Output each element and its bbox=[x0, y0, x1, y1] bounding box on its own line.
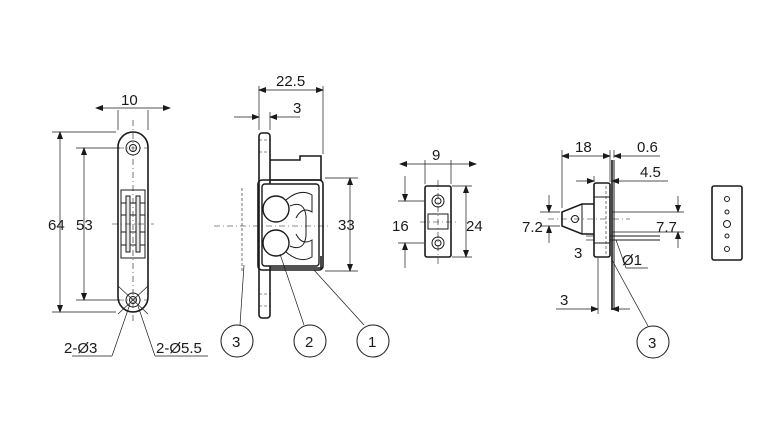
dim-front-width: 10 bbox=[121, 92, 138, 109]
side-spring-lower bbox=[285, 233, 313, 261]
dim-front-pitch: 53 bbox=[76, 217, 93, 234]
callout-3-right-label: 3 bbox=[648, 335, 656, 352]
dim-right-gap: 0.6 bbox=[637, 139, 658, 156]
dim-side-width: 22.5 bbox=[276, 73, 305, 90]
dim-right-width: 18 bbox=[575, 139, 592, 156]
callout-1 bbox=[356, 324, 390, 358]
dim-side-plate: 3 bbox=[293, 100, 301, 117]
note-counterbore: 2-Ø5.5 bbox=[156, 340, 202, 357]
dim-right-bottom: 3 bbox=[560, 292, 568, 309]
callout-3-right bbox=[636, 325, 670, 359]
callout-3-left-label: 3 bbox=[232, 334, 240, 351]
front-view: 10 64 53 2-Ø3 2-Ø5.5 bbox=[48, 92, 208, 357]
callout-1-label: 1 bbox=[368, 334, 376, 351]
callout-3-left bbox=[220, 324, 254, 358]
side-view: 22.5 3 33 3 2 1 bbox=[214, 73, 390, 358]
dim-right-small-gap: 3 bbox=[574, 245, 582, 262]
upper-ball bbox=[262, 195, 290, 223]
dim-right-pin: Ø1 bbox=[622, 252, 642, 269]
side-lower-housing bbox=[270, 256, 322, 269]
lower-ball bbox=[262, 229, 290, 257]
dim-side-height: 33 bbox=[338, 217, 355, 234]
dim-back-pitch: 16 bbox=[392, 218, 409, 235]
right-view: 18 0.6 4.5 7.2 7.7 3 Ø1 3 bbox=[522, 139, 684, 359]
dim-back-width: 9 bbox=[432, 147, 440, 164]
note-small-hole: 2-Ø3 bbox=[64, 340, 97, 357]
callout-2-label: 2 bbox=[305, 334, 313, 351]
right-body bbox=[593, 182, 611, 258]
side-upper-housing bbox=[270, 155, 322, 181]
dim-front-height: 64 bbox=[48, 217, 65, 234]
dim-back-height: 24 bbox=[466, 218, 483, 235]
dim-right-body: 7.7 bbox=[656, 219, 677, 236]
side-body bbox=[257, 179, 324, 271]
end-body bbox=[711, 185, 743, 261]
back-view: 9 16 24 bbox=[392, 147, 483, 268]
end-center-hole bbox=[723, 220, 731, 228]
callout-2 bbox=[293, 324, 327, 358]
side-spring-upper bbox=[285, 191, 313, 219]
dim-right-tip: 7.2 bbox=[522, 219, 543, 236]
end-view bbox=[711, 185, 743, 261]
dim-right-offset: 4.5 bbox=[640, 164, 661, 181]
